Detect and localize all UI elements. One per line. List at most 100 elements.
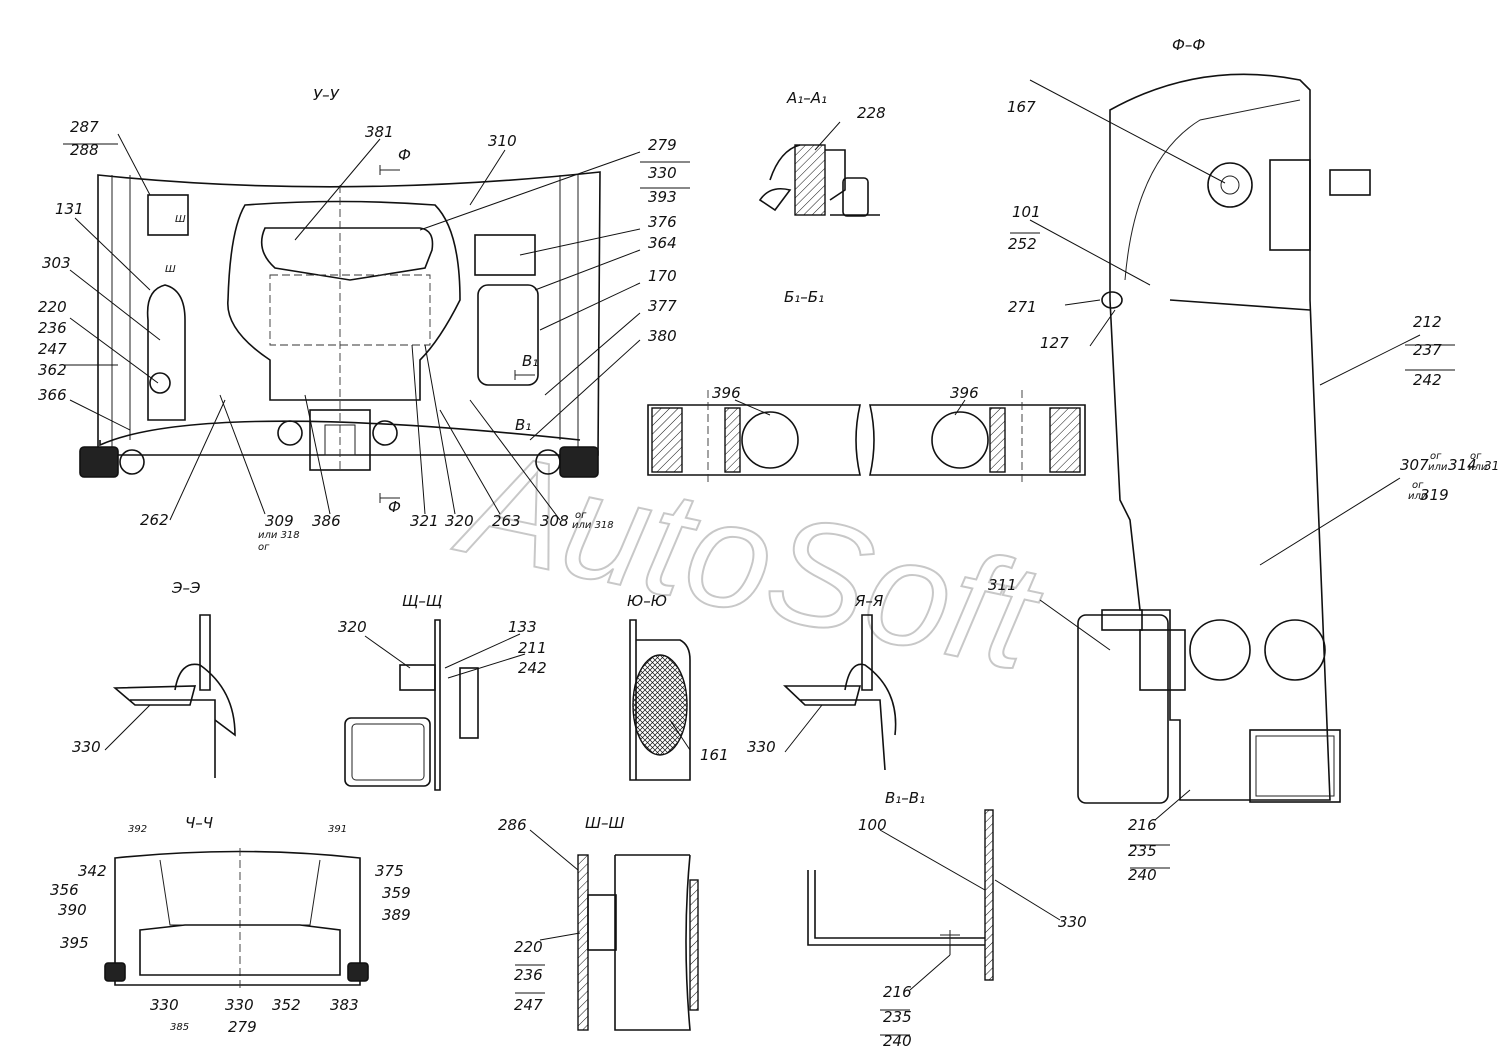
label: 279 xyxy=(648,136,677,154)
section-marker-sh-2: Ш xyxy=(165,264,176,275)
label: 320 xyxy=(338,618,367,636)
label: 235 xyxy=(1128,842,1157,860)
section-title-sh: Ш–Ш xyxy=(585,814,625,832)
view-ch xyxy=(104,848,369,990)
label: 392 xyxy=(128,824,147,835)
label: 287 xyxy=(70,118,99,136)
view-sh xyxy=(577,854,699,1031)
label: 396 xyxy=(950,384,979,402)
label: 330 xyxy=(648,164,677,182)
section-title-a1: А₁–А₁ xyxy=(786,89,827,107)
label: 161 xyxy=(700,746,729,764)
leader-lines xyxy=(63,79,1455,1036)
label: 307 xyxy=(1400,456,1429,474)
label: 362 xyxy=(38,361,67,379)
section-marker-f-top: Ф xyxy=(398,146,411,164)
label: 262 xyxy=(140,511,169,529)
label: 286 xyxy=(498,816,527,834)
label-note: ог xyxy=(1430,451,1442,462)
label-note: ог xyxy=(575,510,587,521)
label: 391 xyxy=(328,824,347,835)
label: 263 xyxy=(492,512,521,530)
view-ya xyxy=(782,614,897,771)
section-title-yu: Ю–Ю xyxy=(627,592,667,610)
label: 303 xyxy=(42,254,71,272)
label: 352 xyxy=(272,996,301,1014)
label: 359 xyxy=(382,884,411,902)
label: 375 xyxy=(375,862,404,880)
label: 242 xyxy=(518,659,547,677)
label: 330 xyxy=(225,996,254,1014)
label-note: или 318 xyxy=(572,520,614,531)
label: 390 xyxy=(58,901,87,919)
section-title-shch: Щ–Щ xyxy=(402,592,442,610)
label: 319 xyxy=(1420,486,1449,504)
section-title-v1: В₁–В₁ xyxy=(885,789,925,807)
label: 216 xyxy=(883,983,912,1001)
label: 101 xyxy=(1012,203,1041,221)
label: 321 xyxy=(410,512,439,530)
label: 247 xyxy=(38,340,67,358)
label: 271 xyxy=(1008,298,1037,316)
label: 308 xyxy=(540,512,569,530)
label: 320 xyxy=(445,512,474,530)
label: 396 xyxy=(712,384,741,402)
view-ee xyxy=(112,614,236,778)
label: 131 xyxy=(55,200,84,218)
label: 228 xyxy=(857,104,886,122)
label: 366 xyxy=(38,386,67,404)
label: 330 xyxy=(747,738,776,756)
section-title-ee: Э–Э xyxy=(171,579,201,597)
label: 330 xyxy=(150,996,179,1014)
label: 330 xyxy=(72,738,101,756)
label: 133 xyxy=(508,618,537,636)
label: 235 xyxy=(883,1008,912,1026)
label-note: ог xyxy=(1470,451,1482,462)
label: 364 xyxy=(648,234,677,252)
view-yu xyxy=(629,619,691,781)
label: 236 xyxy=(514,966,543,984)
view-v1 xyxy=(807,809,994,981)
label: 240 xyxy=(883,1032,912,1050)
label-note: или xyxy=(1428,462,1448,473)
view-uu: Ф Ф Ш Ш В₁ В₁ xyxy=(79,146,601,516)
label-note: или xyxy=(1468,462,1488,473)
label: 127 xyxy=(1040,334,1069,352)
label: 279 xyxy=(228,1018,257,1036)
view-shch xyxy=(344,619,479,791)
label: 376 xyxy=(648,213,677,231)
section-marker-sh-1: Ш xyxy=(175,214,186,225)
label: 247 xyxy=(514,996,543,1014)
label: 393 xyxy=(648,188,677,206)
label: 100 xyxy=(858,816,887,834)
section-marker-f-bottom: Ф xyxy=(388,498,401,516)
label: 311 xyxy=(988,576,1017,594)
label: 220 xyxy=(514,938,543,956)
label-note: или xyxy=(1408,491,1428,502)
label: 167 xyxy=(1007,98,1036,116)
label: 216 xyxy=(1128,816,1157,834)
label: 236 xyxy=(38,319,67,337)
label: 252 xyxy=(1008,235,1037,253)
section-marker-v1-2: В₁ xyxy=(515,416,531,434)
label: 288 xyxy=(70,141,99,159)
view-a1 xyxy=(758,144,880,217)
label: 242 xyxy=(1413,371,1442,389)
label: 170 xyxy=(648,267,677,285)
label: 380 xyxy=(648,327,677,345)
section-marker-v1-1: В₁ xyxy=(522,352,538,370)
label: 356 xyxy=(50,881,79,899)
label: 385 xyxy=(170,1022,189,1033)
view-ff xyxy=(1077,73,1371,804)
label: 395 xyxy=(60,934,89,952)
label: 389 xyxy=(382,906,411,924)
section-title-ya: Я–Я xyxy=(854,592,884,610)
label: 330 xyxy=(1058,913,1087,931)
section-titles: У–У А₁–А₁ Ф–Ф Б₁–Б₁ Э–Э Щ–Щ Ю–Ю Я–Я Ч–Ч … xyxy=(171,36,1205,832)
label: 386 xyxy=(312,512,341,530)
label: 383 xyxy=(330,996,359,1014)
section-title-ch: Ч–Ч xyxy=(185,814,213,832)
label: 237 xyxy=(1413,341,1442,359)
label: 240 xyxy=(1128,866,1157,884)
